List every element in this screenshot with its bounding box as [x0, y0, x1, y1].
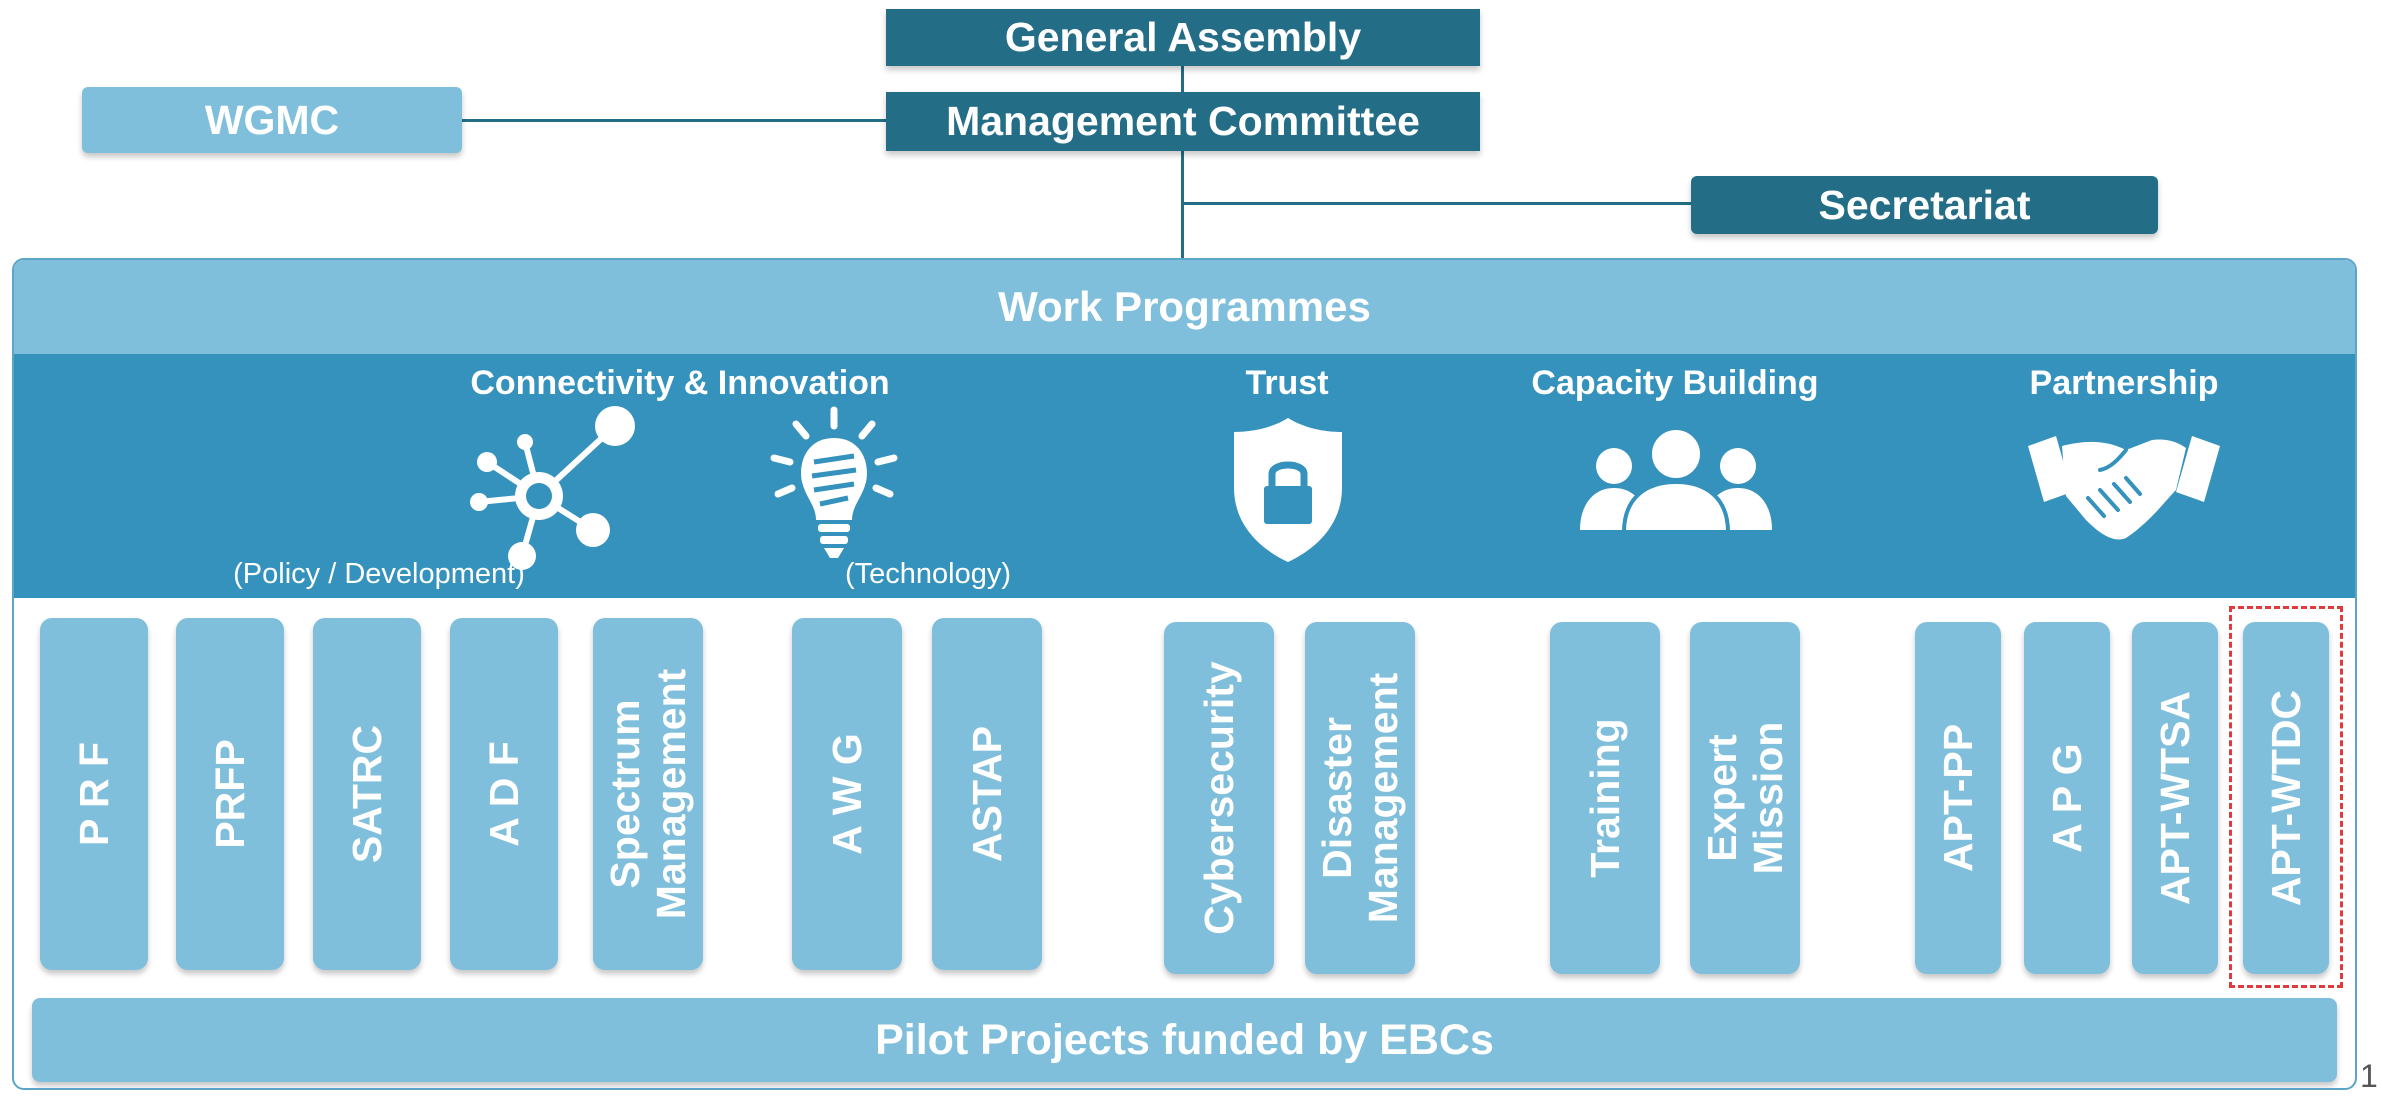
programme-p-r-f: P R F: [40, 618, 148, 970]
general-assembly-box: General Assembly: [886, 9, 1480, 66]
category-connectivity-title: Connectivity & Innovation: [470, 364, 890, 402]
pilot-projects-label: Pilot Projects funded by EBCs: [875, 1015, 1494, 1064]
programme-prfp: PRFP: [176, 618, 284, 970]
work-programmes-header: Work Programmes: [14, 260, 2355, 354]
connector-secretariat: [1181, 202, 1693, 205]
programme-a-w-g: A W G: [792, 618, 902, 970]
programme-label: P R F: [71, 741, 117, 847]
wgmc-label: WGMC: [204, 96, 340, 143]
programme-satrc: SATRC: [313, 618, 421, 970]
category-trust-title: Trust: [1245, 364, 1329, 402]
general-assembly-label: General Assembly: [1004, 14, 1362, 60]
programme-training: Training: [1550, 622, 1660, 974]
programme-label: APT-PP: [1935, 723, 1981, 873]
programme-a-p-g: A P G: [2024, 622, 2110, 974]
lightbulb-icon: [770, 406, 898, 558]
programme-astap: ASTAP: [932, 618, 1042, 970]
category-partnership-title: Partnership: [2029, 364, 2219, 402]
connectivity-policy-subtitle: (Policy / Development): [233, 558, 525, 590]
programme-label: A D F: [481, 741, 527, 847]
programme-label: Cybersecurity: [1196, 661, 1242, 935]
work-programmes-panel: Work Programmes Connectivity & Innovatio…: [12, 258, 2357, 1090]
management-committee-label: Management Committee: [946, 98, 1420, 144]
programme-a-d-f: A D F: [450, 618, 558, 970]
programme-label: APT-WTSA: [2152, 690, 2198, 906]
programme-apt-wtsa: APT-WTSA: [2132, 622, 2218, 974]
connector-ga-mc: [1181, 66, 1184, 96]
highlight-box: [2229, 606, 2343, 988]
connector-mc-work: [1181, 151, 1184, 259]
programme-cybersecurity: Cybersecurity: [1164, 622, 1274, 974]
programme-label: PRFP: [207, 739, 253, 849]
secretariat-box: Secretariat: [1691, 176, 2158, 234]
programme-apt-pp: APT-PP: [1915, 622, 2001, 974]
programme-label: SATRC: [344, 724, 390, 864]
connectivity-technology-subtitle: (Technology): [844, 558, 1012, 590]
programme-label: Training: [1582, 718, 1628, 878]
wgmc-box: WGMC: [82, 87, 462, 153]
management-committee-box: Management Committee: [886, 92, 1480, 151]
handshake-icon: [2028, 436, 2220, 540]
categories-band: Connectivity & Innovation Trust Capacity…: [14, 354, 2355, 598]
work-programmes-title: Work Programmes: [998, 283, 1371, 330]
secretariat-label: Secretariat: [1818, 181, 2031, 228]
pilot-projects-bar: Pilot Projects funded by EBCs: [32, 998, 2337, 1082]
programme-label: A W G: [824, 733, 870, 855]
page-number: 1: [2360, 1058, 2378, 1094]
connector-wgmc-mc: [460, 119, 886, 122]
programme-label: ASTAP: [964, 726, 1010, 862]
network-hub-icon: [470, 406, 635, 570]
category-capacity-title: Capacity Building: [1531, 364, 1819, 402]
programme-label: A P G: [2044, 743, 2090, 853]
shield-lock-icon: [1234, 418, 1342, 562]
programme-apt-wtdc: APT-WTDC: [2243, 622, 2329, 974]
people-group-icon: [1580, 426, 1772, 534]
